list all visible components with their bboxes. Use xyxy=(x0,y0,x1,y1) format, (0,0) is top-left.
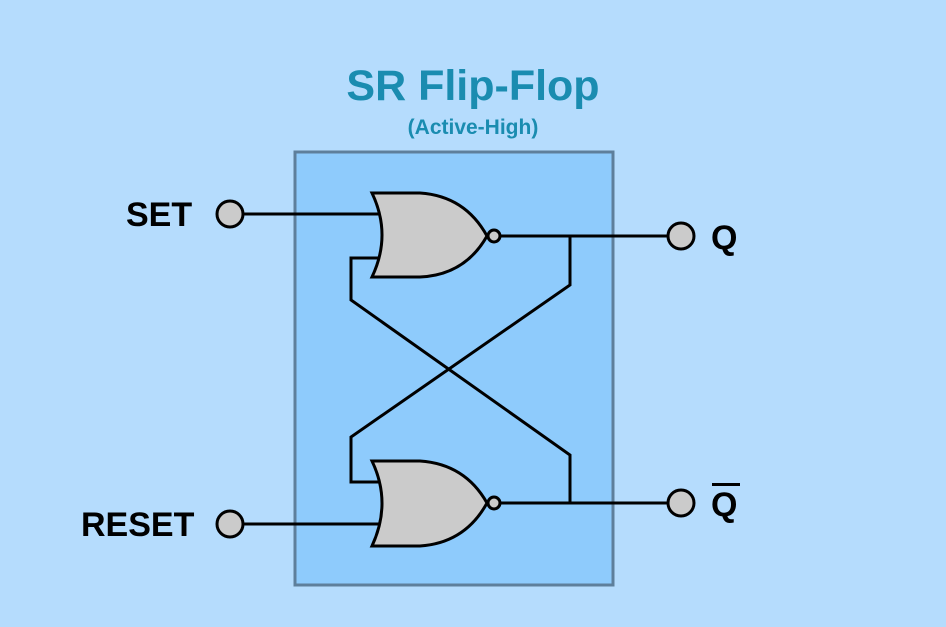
reset-terminal[interactable] xyxy=(215,509,245,539)
diagram-title: SR Flip-Flop xyxy=(346,62,600,110)
set-terminal[interactable] xyxy=(215,199,245,229)
feedback-wire-qbar-to-top xyxy=(349,256,572,503)
q-bar-overline xyxy=(712,483,740,486)
reset-label: RESET xyxy=(81,506,195,544)
q-bar-label: Q xyxy=(711,486,738,524)
nor-gate-top xyxy=(369,191,502,279)
q-bar-terminal[interactable] xyxy=(666,488,696,518)
q-bar-label-group: Q xyxy=(711,483,740,525)
diagram-subtitle: (Active-High) xyxy=(407,116,539,139)
inversion-bubble-bottom xyxy=(486,495,502,511)
q-terminal[interactable] xyxy=(666,221,696,251)
set-label: SET xyxy=(126,196,193,234)
inversion-bubble-top xyxy=(486,228,502,244)
feedback-wire-q-to-bottom xyxy=(349,236,572,484)
q-label: Q xyxy=(711,219,738,257)
nor-gate-bottom xyxy=(369,459,502,548)
